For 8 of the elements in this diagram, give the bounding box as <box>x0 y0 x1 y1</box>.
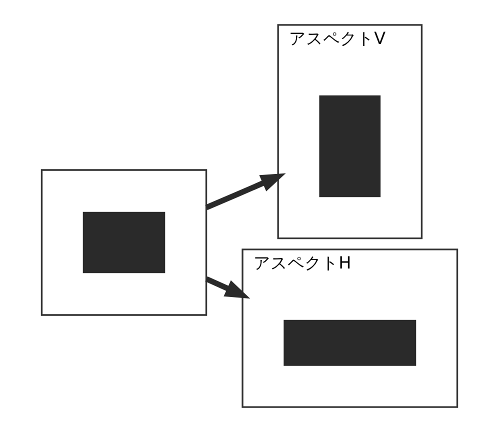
cluster: アスペクトH <box>242 248 458 408</box>
arrow <box>205 173 286 210</box>
node-box <box>284 320 416 366</box>
arrow <box>205 276 250 299</box>
cluster: アスペクトV <box>277 24 423 240</box>
node-box <box>82 212 166 274</box>
cluster <box>40 169 208 316</box>
node-box <box>319 95 381 198</box>
